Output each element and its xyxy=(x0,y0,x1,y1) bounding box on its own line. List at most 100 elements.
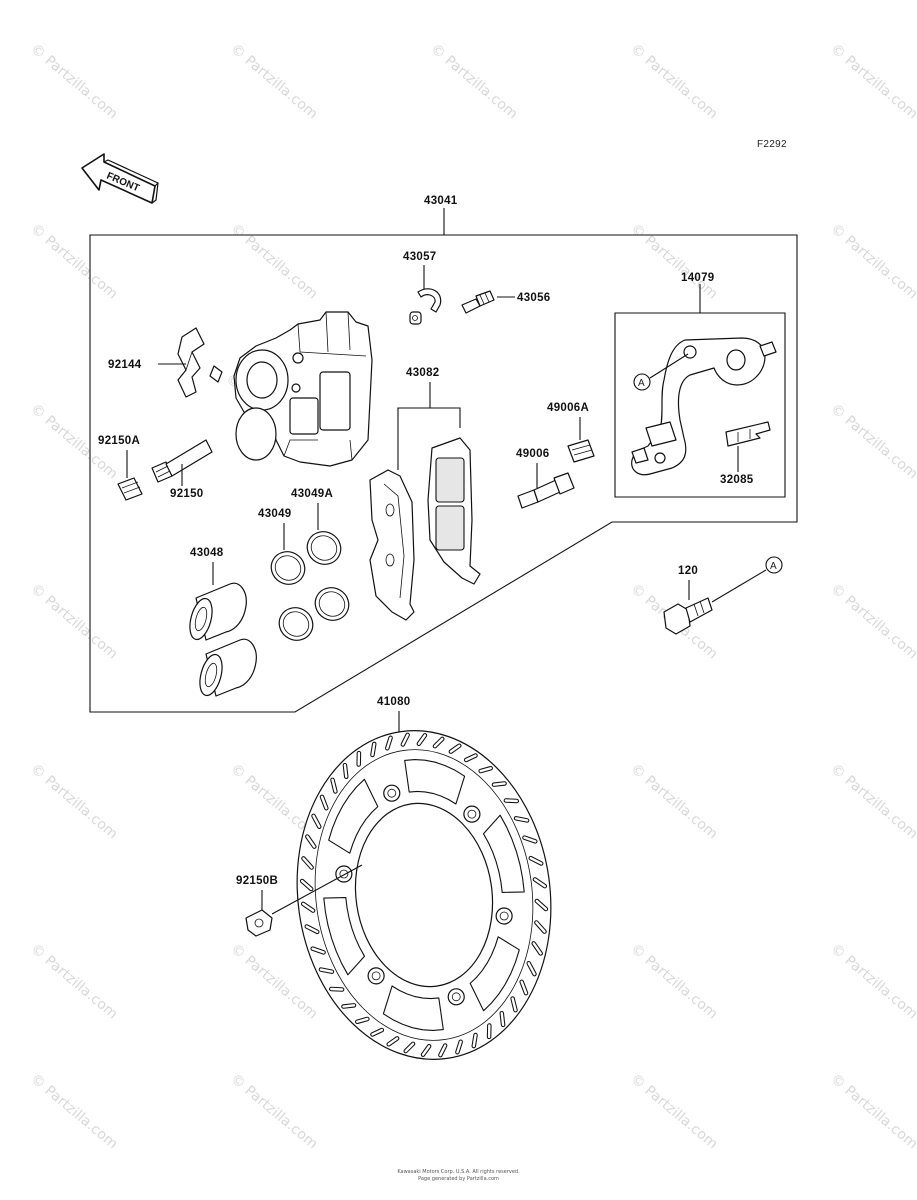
disc-bolt-hole-inner xyxy=(499,911,509,921)
disc-window xyxy=(404,759,466,805)
figure-code: F2292 xyxy=(757,139,787,150)
leader-reference-a-inner xyxy=(649,353,689,379)
disc-slot-inner xyxy=(439,1044,447,1057)
disc-bolt-hole xyxy=(367,967,385,985)
part-label-120: 120 xyxy=(678,565,698,577)
part-label-92150: 92150 xyxy=(170,488,203,500)
bleeder-valve-part xyxy=(461,290,495,314)
leader-92150B-disc xyxy=(271,864,363,915)
disc-slot-inner xyxy=(529,856,543,865)
disc-bolt-hole xyxy=(383,784,401,802)
watermark: © Partzilla.com xyxy=(27,941,120,1023)
disc-window xyxy=(328,778,379,854)
part-label-43082: 43082 xyxy=(406,367,439,379)
piston-seal-part xyxy=(270,551,306,585)
disc-slot-inner xyxy=(449,744,461,753)
disc-bolt-hole xyxy=(335,865,353,883)
watermark: © Partzilla.com xyxy=(627,941,720,1023)
disc-slot-inner xyxy=(520,980,528,995)
watermark: © Partzilla.com xyxy=(827,581,917,663)
disc-slot-inner xyxy=(527,962,536,976)
caliper-assembly-outline xyxy=(89,234,798,713)
caliper-bolt-part xyxy=(663,597,713,635)
part-label-49006A: 49006A xyxy=(547,402,589,414)
disc-slot-inner xyxy=(472,1033,477,1048)
disc-slot-inner xyxy=(386,736,392,750)
part-label-43049A: 43049A xyxy=(291,488,333,500)
part-label-43049: 43049 xyxy=(258,508,291,520)
brake-disc-part xyxy=(296,730,552,1060)
watermark: © Partzilla.com xyxy=(827,1071,917,1153)
disc-slot-inner xyxy=(306,835,316,848)
disc-slot-inner xyxy=(300,879,313,891)
watermark: © Partzilla.com xyxy=(27,221,120,303)
watermark: © Partzilla.com xyxy=(27,41,120,123)
disc-slot-inner xyxy=(401,733,409,746)
disc-slot-inner xyxy=(492,782,506,786)
footer-generated: Page generated by Partzilla.com xyxy=(418,1176,499,1182)
part-label-92144: 92144 xyxy=(108,359,142,371)
watermark: © Partzilla.com xyxy=(227,41,320,123)
disc-slot-inner xyxy=(535,921,546,933)
disc-slot-inner xyxy=(535,899,548,911)
watermark: © Partzilla.com xyxy=(227,221,320,303)
disc-bolt-hole-inner xyxy=(339,869,349,879)
disc-slot-inner xyxy=(387,1037,399,1046)
disc-slot-inner xyxy=(504,799,518,803)
disc-window xyxy=(482,814,525,893)
brake-pad-right-part xyxy=(427,437,481,585)
watermark: © Partzilla.com xyxy=(627,761,720,843)
disc-bolt-hole-inner xyxy=(467,809,477,819)
disc-bolt-hole xyxy=(495,907,513,925)
leader-reference-a xyxy=(711,569,767,603)
disc-bolt-hole-inner xyxy=(451,992,461,1002)
disc-bolt-hole-inner xyxy=(387,788,397,798)
disc-slot-inner xyxy=(464,754,477,762)
part-label-43057: 43057 xyxy=(403,251,436,263)
caliper-bracket-part xyxy=(631,337,777,476)
front-arrow-icon: FRONT xyxy=(81,153,160,204)
disc-window xyxy=(382,985,444,1031)
disc-slot-inner xyxy=(371,1028,384,1036)
caliper-piston-part xyxy=(199,638,257,697)
disc-bolt-hole-inner xyxy=(371,971,381,981)
brake-pad-left-part xyxy=(369,469,415,621)
disc-bolt-hole xyxy=(463,805,481,823)
watermark: © Partzilla.com xyxy=(827,221,917,303)
disc-slot-inner xyxy=(500,1011,505,1027)
disc-slot-inner xyxy=(343,763,348,779)
disc-slot-inner xyxy=(342,1004,356,1008)
disc-slot-inner xyxy=(305,925,319,934)
part-label-14079: 14079 xyxy=(681,272,714,284)
reference-marker xyxy=(633,373,651,391)
disc-slot-inner xyxy=(511,997,517,1012)
disc-bolt-part xyxy=(245,909,273,937)
watermark: © Partzilla.com xyxy=(227,1071,320,1153)
watermark: © Partzilla.com xyxy=(827,401,917,483)
disc-slot-inner xyxy=(356,1017,369,1023)
disc-slot-inner xyxy=(311,947,325,954)
bleeder-cap-part xyxy=(409,288,442,325)
reference-marker-label: A xyxy=(770,561,777,572)
piston-seal-part xyxy=(278,607,314,641)
leader-43082 xyxy=(397,407,461,428)
pad-clip-part xyxy=(177,327,223,398)
dust-seal-inner xyxy=(310,535,338,561)
disc-slot-inner xyxy=(331,778,337,793)
watermark: © Partzilla.com xyxy=(227,941,320,1023)
reference-marker xyxy=(765,556,783,574)
disc-slot-inner xyxy=(302,902,315,912)
disc-slot-inner xyxy=(371,742,376,757)
disc-slot-inner xyxy=(479,767,492,773)
disc-slot-inner xyxy=(514,817,529,822)
watermark: © Partzilla.com xyxy=(27,761,120,843)
disc-slot-inner xyxy=(421,1045,431,1056)
watermark: © Partzilla.com xyxy=(627,221,720,303)
watermark: © Partzilla.com xyxy=(627,1071,720,1153)
disc-window xyxy=(469,936,520,1012)
disc-window xyxy=(323,897,366,976)
part-label-43056: 43056 xyxy=(517,292,550,304)
bracket-subassembly-outline xyxy=(614,312,786,498)
watermark: © Partzilla.com xyxy=(827,761,917,843)
